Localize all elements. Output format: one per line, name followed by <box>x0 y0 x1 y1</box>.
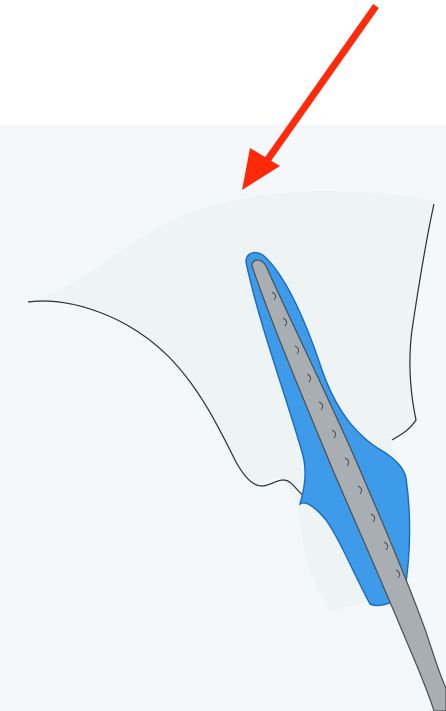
diagram-svg <box>0 0 446 711</box>
illustration-canvas <box>0 0 446 711</box>
